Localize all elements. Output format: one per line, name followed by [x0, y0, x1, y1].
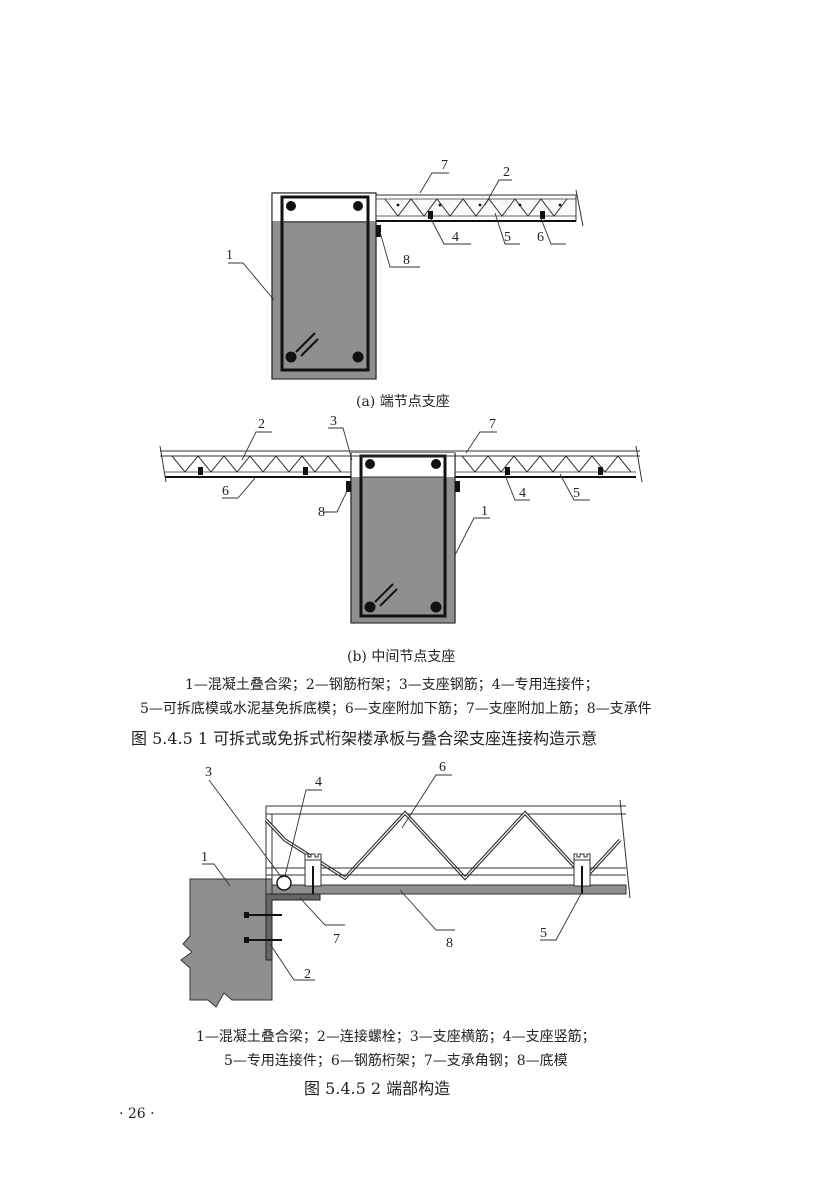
fig-b-label-7: 7 — [489, 417, 496, 432]
fig-a-caption: (a) 端节点支座 — [356, 394, 450, 410]
fig-2-label-2: 2 — [304, 967, 311, 982]
fig-a-label-7: 7 — [441, 158, 448, 173]
figure-2-legend-line-1: 1—混凝土叠合梁；2—连接螺栓；3—支座横筋；4—支座竖筋； — [196, 1029, 596, 1045]
fig-b-label-6: 6 — [222, 484, 229, 499]
fig-a-label-6: 6 — [537, 230, 544, 245]
fig-b-label-5: 5 — [573, 486, 580, 501]
fig-a-label-2: 2 — [503, 165, 510, 180]
fig-2-label-5: 5 — [540, 926, 547, 941]
figure-1-legend-line-2: 5—可拆底模或水泥基免拆底模；6—支座附加下筋；7—支座附加上筋；8—支承件 — [140, 701, 652, 717]
fig-b-label-3: 3 — [330, 414, 337, 429]
page-number: · 26 · — [119, 1106, 155, 1122]
figure-2-title: 图 5.4.5 2 端部构造 — [304, 1079, 451, 1098]
fig-a-label-4: 4 — [452, 230, 459, 245]
fig-b-label-4: 4 — [519, 486, 526, 501]
fig-b-label-2: 2 — [258, 417, 265, 432]
figure-1-title: 图 5.4.5 1 可拆式或免拆式桁架楼承板与叠合梁支座连接构造示意 — [131, 729, 598, 748]
fig-2-label-8: 8 — [446, 936, 453, 951]
fig-2-label-7: 7 — [333, 932, 340, 947]
fig-b-caption: (b) 中间节点支座 — [347, 649, 456, 665]
fig-2-label-3: 3 — [205, 765, 212, 780]
fig-b-label-1: 1 — [481, 504, 488, 519]
fig-a-label-1: 1 — [226, 248, 233, 263]
fig-b-label-8: 8 — [318, 505, 325, 520]
figure-2-legend-line-2: 5—专用连接件；6—钢筋桁架；7—支承角钢；8—底模 — [224, 1053, 568, 1069]
figure-1-legend-line-1: 1—混凝土叠合梁；2—钢筋桁架；3—支座钢筋；4—专用连接件； — [185, 677, 599, 693]
fig-2-label-1: 1 — [201, 850, 208, 865]
fig-2-label-4: 4 — [315, 775, 322, 790]
fig-2-label-6: 6 — [439, 760, 446, 775]
fig-a-label-8: 8 — [403, 253, 410, 268]
fig-a-label-5: 5 — [504, 230, 511, 245]
